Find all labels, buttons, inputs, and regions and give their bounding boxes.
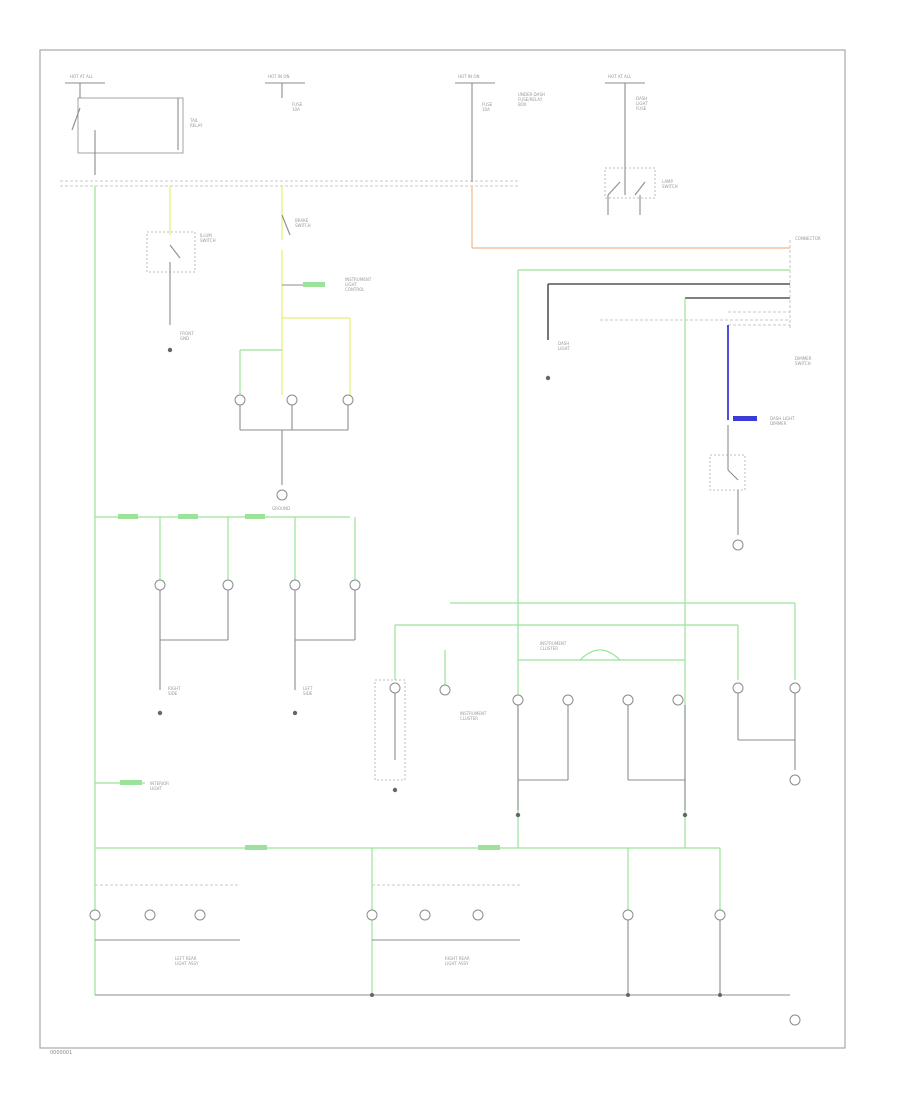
- svg-text:SWITCH: SWITCH: [795, 361, 811, 366]
- rear-lights: LEFT REAR LIGHT ASSY RIGHT REAR LIGHT AS…: [89, 845, 801, 1026]
- svg-text:DIMMER: DIMMER: [770, 421, 787, 426]
- svg-text:LIGHT: LIGHT: [150, 786, 163, 791]
- svg-text:HOT AT ALL: HOT AT ALL: [70, 74, 94, 79]
- svg-text:HOT IN ON: HOT IN ON: [458, 74, 479, 79]
- svg-text:FUSE: FUSE: [292, 102, 303, 107]
- svg-text:RIGHT REAR: RIGHT REAR: [445, 956, 470, 961]
- svg-text:SWITCH: SWITCH: [662, 184, 678, 189]
- svg-text:10A: 10A: [292, 107, 300, 112]
- fuse-mid: HOT IN ON FUSE 10A: [265, 74, 305, 112]
- svg-text:SWITCH: SWITCH: [200, 238, 216, 243]
- svg-text:LEFT: LEFT: [303, 686, 313, 691]
- svg-text:INSTRUMENT: INSTRUMENT: [460, 711, 487, 716]
- svg-text:LIGHT ASSY: LIGHT ASSY: [175, 961, 199, 966]
- left-green-bus: INTERIOR LIGHT: [94, 186, 790, 996]
- svg-text:HOT IN ON: HOT IN ON: [268, 74, 289, 79]
- svg-text:DASH: DASH: [636, 96, 647, 101]
- svg-text:GND: GND: [180, 336, 189, 341]
- svg-text:LIGHT: LIGHT: [636, 101, 649, 106]
- svg-text:10A: 10A: [482, 107, 490, 112]
- svg-text:DASH LIGHT: DASH LIGHT: [770, 416, 795, 421]
- svg-text:RIGHT: RIGHT: [168, 686, 181, 691]
- svg-text:LIGHT: LIGHT: [345, 282, 358, 287]
- svg-text:FRONT: FRONT: [180, 331, 194, 336]
- svg-text:FUSE/RELAY: FUSE/RELAY: [518, 97, 543, 102]
- svg-text:CONTROL: CONTROL: [345, 287, 365, 292]
- diagram-frame: [39, 49, 846, 1049]
- left-yellow-branch: ILLUM SWITCH FRONT GND: [146, 186, 216, 353]
- diagram-id: 0000001: [50, 1050, 72, 1056]
- svg-text:CLUSTER: CLUSTER: [460, 716, 478, 721]
- svg-text:TAIL: TAIL: [189, 118, 199, 123]
- svg-text:INTERIOR: INTERIOR: [150, 781, 169, 786]
- svg-text:LIGHT: LIGHT: [558, 346, 571, 351]
- svg-text:GROUND: GROUND: [272, 506, 290, 511]
- svg-text:DASH: DASH: [558, 341, 569, 346]
- svg-text:SWITCH: SWITCH: [295, 223, 311, 228]
- left-bulb-block: RIGHT SIDE LEFT SIDE: [118, 514, 361, 716]
- svg-text:FUSE: FUSE: [636, 106, 647, 111]
- svg-text:DIMMER: DIMMER: [795, 356, 812, 361]
- svg-text:SIDE: SIDE: [303, 691, 313, 696]
- svg-text:LEFT REAR: LEFT REAR: [175, 956, 197, 961]
- svg-text:RELAY: RELAY: [190, 123, 203, 128]
- svg-text:UNDER-DASH: UNDER-DASH: [518, 92, 545, 97]
- svg-text:LIGHT ASSY: LIGHT ASSY: [445, 961, 469, 966]
- svg-text:CONNECTOR: CONNECTOR: [795, 236, 821, 241]
- svg-text:ILLUM: ILLUM: [200, 233, 212, 238]
- svg-text:SIDE: SIDE: [168, 691, 178, 696]
- svg-text:HOT AT ALL: HOT AT ALL: [608, 74, 632, 79]
- instrument-cluster-bulbs: INSTRUMENT CLUSTER INSTRUMENT CLUSTER: [374, 602, 801, 818]
- svg-text:INSTRUMENT: INSTRUMENT: [540, 641, 567, 646]
- fuse-right: HOT IN ON FUSE 10A UNDER-DASH FUSE/RELAY…: [455, 74, 545, 182]
- svg-text:LAMP: LAMP: [662, 179, 674, 184]
- center-yellow-branch: INSTRUMENT LIGHT CONTROL BRAKE SWITCH GR…: [234, 186, 372, 511]
- svg-text:FUSE: FUSE: [482, 102, 493, 107]
- svg-text:BRAKE: BRAKE: [295, 218, 309, 223]
- svg-text:INSTRUMENT: INSTRUMENT: [345, 277, 372, 282]
- svg-text:BOX: BOX: [518, 102, 527, 107]
- right-harness: DASH LIGHT DIMMER CONNECTOR DIMMER SWITC…: [471, 186, 821, 848]
- svg-text:CLUSTER: CLUSTER: [540, 646, 558, 651]
- battery-fuse-relay: HOT AT ALL TAIL RELAY: [65, 74, 203, 175]
- combination-switch: HOT AT ALL DASH LIGHT FUSE LAMP SWITCH: [604, 74, 678, 215]
